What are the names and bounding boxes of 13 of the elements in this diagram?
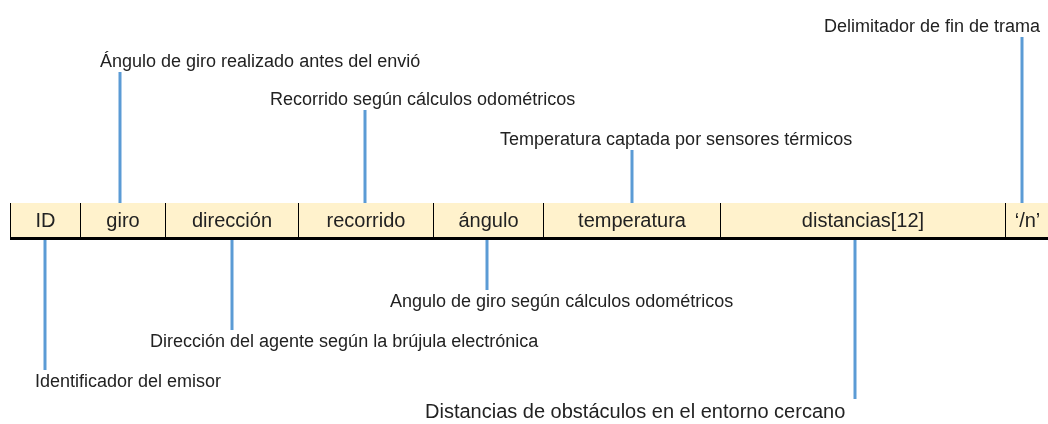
leader-line: [630, 150, 634, 203]
field-description: Distancias de obstáculos en el entorno cercano: [425, 399, 846, 423]
leader-line: [118, 72, 122, 203]
field-description: Ángulo de giro realizado antes del envió: [100, 50, 421, 72]
field-description: Dirección del agente según la brújula electrónica: [150, 330, 539, 352]
leader-line: [1020, 37, 1024, 203]
field-description: Angulo de giro según cálculos odométricos: [390, 290, 734, 312]
node-label: ‘/n’: [1014, 209, 1041, 231]
field-description: Delimitador de fin de trama: [823, 15, 1040, 37]
field-description: Identificador del emisor: [35, 370, 222, 392]
field-description: Recorrido según cálculos odométricos: [270, 88, 576, 110]
leader-line: [363, 110, 367, 203]
field-description: Temperatura captada por sensores térmicos: [500, 128, 853, 150]
